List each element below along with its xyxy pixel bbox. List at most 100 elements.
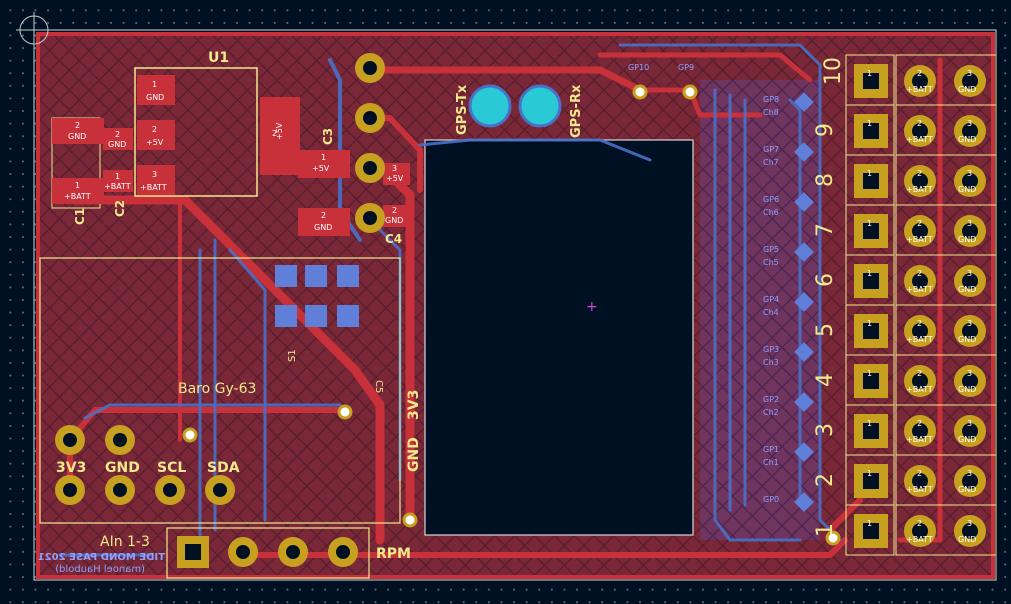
servo-pad-name: +BATT xyxy=(906,85,933,94)
c1-pad-2[interactable] xyxy=(52,118,104,144)
u1-tab-pad[interactable] xyxy=(260,97,300,175)
ch-number-3: 3 xyxy=(813,423,838,437)
c3-pad-1[interactable] xyxy=(298,150,350,178)
u1-tab-name: +5V xyxy=(275,122,284,140)
gps-tx-pad[interactable] xyxy=(468,84,512,128)
pin-gnd-label: GND xyxy=(105,460,140,476)
servo-pad-name: +BATT xyxy=(906,435,933,444)
servo-pad-name: +BATT xyxy=(906,185,933,194)
ch5-label: Ch5 xyxy=(763,258,779,267)
pad-hole xyxy=(863,123,879,139)
servo-pad-num: 1 xyxy=(867,219,872,228)
u1-pad-2[interactable] xyxy=(137,120,175,150)
gps-connector[interactable]: GPS-Tx GPS-Rx xyxy=(455,84,584,138)
servo-pad-num: 3 xyxy=(967,69,972,78)
servo-header[interactable]: 1 2 3 +BATT GND 1 2 3 +BATT GND 1 2 3 +BATT GND 1 2 3 +BAT… xyxy=(845,54,997,556)
pad-hole xyxy=(962,123,978,139)
gp7-label: GP7 xyxy=(763,145,779,154)
servo-pad-name: +BATT xyxy=(906,385,933,394)
gp4-label: GP4 xyxy=(763,295,779,304)
ch2-label: Ch2 xyxy=(763,408,779,417)
pad-hole xyxy=(863,323,879,339)
c1-pad-2-name: GND xyxy=(68,132,86,141)
pad-hole xyxy=(912,523,928,539)
servo-pad-num: 1 xyxy=(867,69,872,78)
center-cross: + xyxy=(586,299,598,315)
c3-label: C3 xyxy=(321,128,335,145)
c3-pad-2[interactable] xyxy=(298,208,350,236)
u1-pad-3[interactable] xyxy=(137,165,175,195)
pad-hole xyxy=(912,473,928,489)
servo-pad-num: 3 xyxy=(967,519,972,528)
c4-pad-2[interactable] xyxy=(383,205,410,227)
servo-pad-num: 1 xyxy=(867,519,872,528)
servo-pad-name: GND xyxy=(958,335,976,344)
gp6-label: GP6 xyxy=(763,195,779,204)
pin-sda-label: SDA xyxy=(207,460,240,476)
u1-pad-1-name: GND xyxy=(146,93,164,102)
servo-pad-num: 3 xyxy=(967,219,972,228)
u1-pad-1[interactable] xyxy=(137,75,175,105)
u1-pad-1-num: 1 xyxy=(152,80,157,89)
ch-number-5: 5 xyxy=(813,323,838,337)
baro-module-outline xyxy=(39,257,401,524)
pad-hole xyxy=(863,523,879,539)
c2-pad-1[interactable] xyxy=(103,170,133,192)
pad-hole xyxy=(912,323,928,339)
c3-capacitor[interactable]: 1 +5V 2 GND C3 xyxy=(298,128,350,236)
servo-pad-name: GND xyxy=(958,235,976,244)
c4-capacitor[interactable]: 3 +5V 2 GND C4 xyxy=(383,163,410,246)
c2-pad-2-num: 2 xyxy=(115,130,120,139)
origin-marker xyxy=(16,12,52,48)
ch6-label: Ch6 xyxy=(763,208,779,217)
ain-connector-outline xyxy=(166,527,370,579)
servo-pad-num: 2 xyxy=(917,269,922,278)
u1-regulator[interactable]: U1 1 GND 2 +5V 3 +BATT +5V 2 xyxy=(134,50,300,197)
c2-capacitor[interactable]: 2 GND 1 +BATT C2 xyxy=(103,128,133,217)
ain-pins[interactable] xyxy=(177,536,358,568)
c1-label: C1 xyxy=(73,208,87,225)
servo-pad-num: 2 xyxy=(917,219,922,228)
pad-hole xyxy=(962,473,978,489)
servo-pad-name: +BATT xyxy=(906,485,933,494)
c4-label: C4 xyxy=(385,232,402,246)
baro-label: Baro Gy-63 xyxy=(178,381,256,397)
ch-number-4: 4 xyxy=(813,373,838,387)
c1-capacitor[interactable]: 2 GND 1 +BATT C1 xyxy=(51,117,104,225)
c2-pad-1-num: 1 xyxy=(115,172,120,181)
pin-3v3-label: 3V3 xyxy=(56,460,86,476)
servo-pad-name: +BATT xyxy=(906,285,933,294)
pad-hole xyxy=(912,173,928,189)
ch-number-6: 6 xyxy=(813,273,838,287)
servo-pad-num: 1 xyxy=(867,369,872,378)
c2-pad-2[interactable] xyxy=(103,128,133,150)
pad-hole xyxy=(863,173,879,189)
servo-pad-num: 2 xyxy=(917,319,922,328)
gp3-label: GP3 xyxy=(763,345,779,354)
servo-pad-num: 3 xyxy=(967,119,972,128)
c4-pad-3[interactable] xyxy=(383,163,410,185)
c3-pad-1-num: 1 xyxy=(321,153,326,162)
gps-rx-label: GPS-Rx xyxy=(569,84,584,138)
u1-pad-3-name: +BATT xyxy=(140,183,167,192)
servo-pad-name: +BATT xyxy=(906,535,933,544)
left-header[interactable] xyxy=(355,53,385,233)
back-silk-title: TIDE MOND PASE 2021 (manoel Haubold) xyxy=(38,552,165,575)
servo-pad-name: GND xyxy=(958,185,976,194)
u1-tab-num: 2 xyxy=(272,129,277,138)
c1-pad-1[interactable] xyxy=(52,178,104,204)
pad-hole xyxy=(962,173,978,189)
servo-pad-name: GND xyxy=(958,385,976,394)
gps-rx-pad[interactable] xyxy=(518,84,562,128)
servo-pad-num: 2 xyxy=(917,169,922,178)
servo-pad-num: 2 xyxy=(917,469,922,478)
pad-hole xyxy=(863,473,879,489)
baro-pins[interactable] xyxy=(55,425,235,505)
servo-pad-name: GND xyxy=(958,435,976,444)
gp2-label: GP2 xyxy=(763,395,779,404)
c3-pad-2-name: GND xyxy=(314,223,332,232)
pad-hole xyxy=(912,373,928,389)
pad-hole xyxy=(912,223,928,239)
